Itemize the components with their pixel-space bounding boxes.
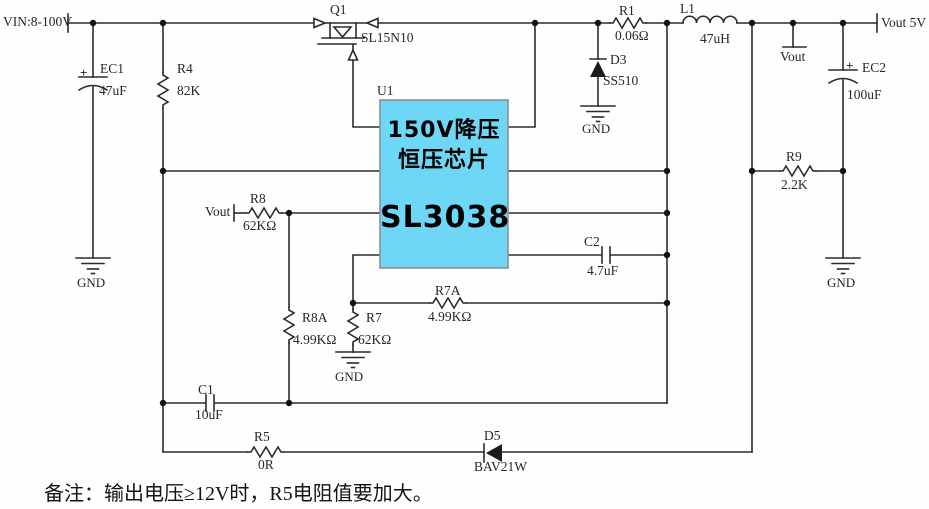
ref-R9: R9 [786, 149, 802, 164]
diode-symbol-D5 [483, 443, 502, 463]
value-R8: 62KΩ [243, 218, 277, 233]
chip-part-number: SL3038 [380, 200, 511, 235]
value-R4: 82K [177, 83, 201, 98]
resistor-symbol-R7 [346, 308, 360, 346]
ref-C2: C2 [584, 234, 600, 249]
value-R9: 2.2K [781, 177, 808, 192]
gnd-label-ec1: GND [77, 275, 106, 290]
inductor-symbol-L1 [682, 15, 738, 24]
value-R8A: 4.99KΩ [293, 332, 337, 347]
value-D3: SS510 [603, 73, 639, 88]
ref-R8A: R8A [302, 310, 328, 325]
value-R5: 0R [258, 457, 274, 472]
value-C2: 4.7uF [587, 263, 619, 278]
wire-output-branches [751, 22, 844, 453]
wire-top-rail [67, 13, 878, 33]
gnd-symbol-d3 [580, 105, 616, 123]
value-C1: 10uF [195, 407, 223, 422]
resistor-symbol-R7A [429, 296, 467, 310]
ref-R7: R7 [366, 310, 382, 325]
ref-C1: C1 [198, 382, 214, 397]
wire-gate [352, 43, 381, 128]
vout-terminal-label: Vout 5V [881, 15, 927, 30]
resistor-symbol-R5 [247, 445, 285, 459]
ref-D5: D5 [484, 428, 501, 443]
value-EC2: 100uF [847, 87, 882, 102]
value-Q1: SL15N10 [361, 30, 414, 45]
wire-fb-left [233, 204, 668, 404]
ref-R5: R5 [254, 429, 270, 444]
gnd-label-r7: GND [335, 369, 364, 384]
value-R7A: 4.99KΩ [428, 309, 472, 324]
ref-R8: R8 [250, 191, 266, 206]
ref-R4: R4 [177, 61, 193, 76]
schematic-note: 备注：输出电压≥12V时，R5电阻值要加大。 [44, 483, 433, 505]
gnd-label-d3: GND [582, 121, 611, 136]
ref-R7A: R7A [435, 283, 461, 298]
value-L1: 47uH [700, 31, 730, 46]
ref-D3: D3 [610, 52, 627, 67]
gnd-label-ec2: GND [827, 275, 856, 290]
ref-R1: R1 [619, 3, 635, 18]
ec2-plus-sign: + [846, 58, 854, 73]
wire-chip-right [507, 22, 668, 404]
value-EC1: 47uF [99, 83, 127, 98]
capacitor-symbol-EC1 [77, 76, 109, 92]
capacitor-symbol-C1 [205, 394, 215, 412]
ref-EC1: EC1 [100, 61, 125, 76]
resistor-symbol-R8 [245, 206, 283, 220]
resistor-symbol-R4 [156, 71, 170, 109]
ref-L1: L1 [680, 1, 695, 16]
vout-net-label-fb: Vout [205, 204, 231, 219]
capacitor-symbol-C2 [601, 246, 611, 264]
chip-title-line1: 150V降压 [387, 118, 501, 143]
diode-symbol-D3 [589, 58, 607, 77]
ref-U1: U1 [377, 83, 394, 98]
capacitor-symbol-EC2 [827, 69, 859, 85]
ref-Q1: Q1 [330, 2, 347, 17]
gnd-symbol-r7 [335, 351, 371, 369]
resistor-symbol-R9 [779, 164, 817, 178]
ec1-plus-sign: + [80, 65, 88, 80]
chip-body [379, 99, 509, 269]
wire-bottom [162, 402, 753, 453]
chip-title-line2: 恒压芯片 [397, 148, 490, 173]
junction-dots [89, 19, 847, 407]
gnd-symbol-ec1 [75, 257, 111, 275]
wire-left-rail [162, 22, 381, 453]
value-R1: 0.06Ω [615, 28, 649, 43]
value-D5: BAV21W [474, 459, 528, 474]
vin-terminal-label: VIN:8-100V [3, 14, 72, 29]
resistor-symbol-R8A [282, 306, 296, 344]
mosfet-symbol-Q1 [313, 17, 379, 61]
gnd-symbol-ec2 [825, 257, 861, 275]
vout-net-label-stub: Vout [780, 49, 806, 64]
value-R7: 62KΩ [358, 332, 392, 347]
ref-EC2: EC2 [862, 60, 887, 75]
resistor-symbol-R1 [609, 16, 647, 30]
